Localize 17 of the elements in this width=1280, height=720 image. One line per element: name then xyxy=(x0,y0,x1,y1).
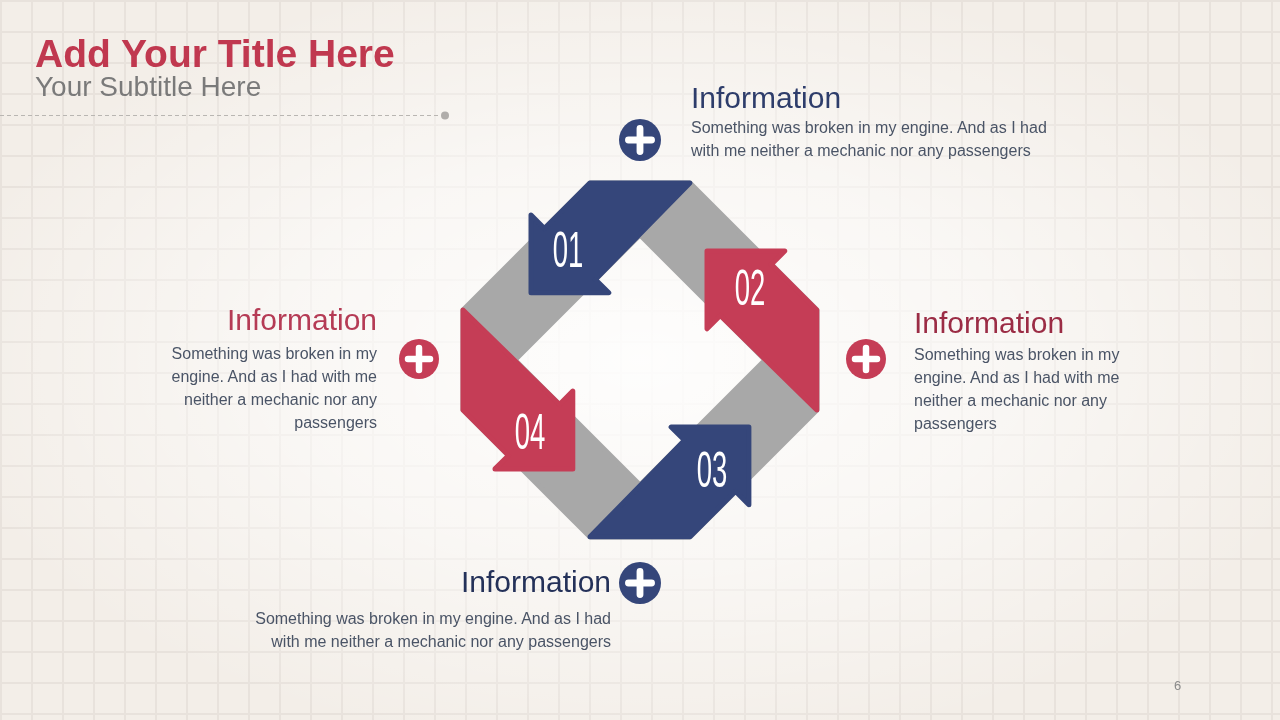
section-heading: Information xyxy=(460,565,611,600)
body-text: Something was broken in my engine. And as I had with me neither a mechanic nor any passengers xyxy=(170,344,377,433)
page-number: 6 xyxy=(1174,679,1182,694)
step-number: 03 xyxy=(696,450,728,490)
step-number: 02 xyxy=(734,268,766,308)
section-heading: Information xyxy=(691,81,842,116)
body-text: Something was broken in my engine. And as I had with me neither a mechanic nor any passengers xyxy=(914,345,1121,434)
arrow-shape xyxy=(528,180,693,296)
step-number: 01 xyxy=(552,230,584,270)
body-text: Something was broken in my engine. And as I had with me neither a mechanic nor any passengers xyxy=(254,609,611,652)
section-heading: Information xyxy=(226,303,377,338)
step-number: 04 xyxy=(514,412,546,452)
arrow-shape xyxy=(587,424,752,540)
arrow-shape xyxy=(460,307,576,472)
body-text: Something was broken in my engine. And as I had with me neither a mechanic nor any passengers xyxy=(691,118,1048,161)
section-heading: Information xyxy=(914,306,1065,341)
arrow-shape xyxy=(704,248,820,413)
